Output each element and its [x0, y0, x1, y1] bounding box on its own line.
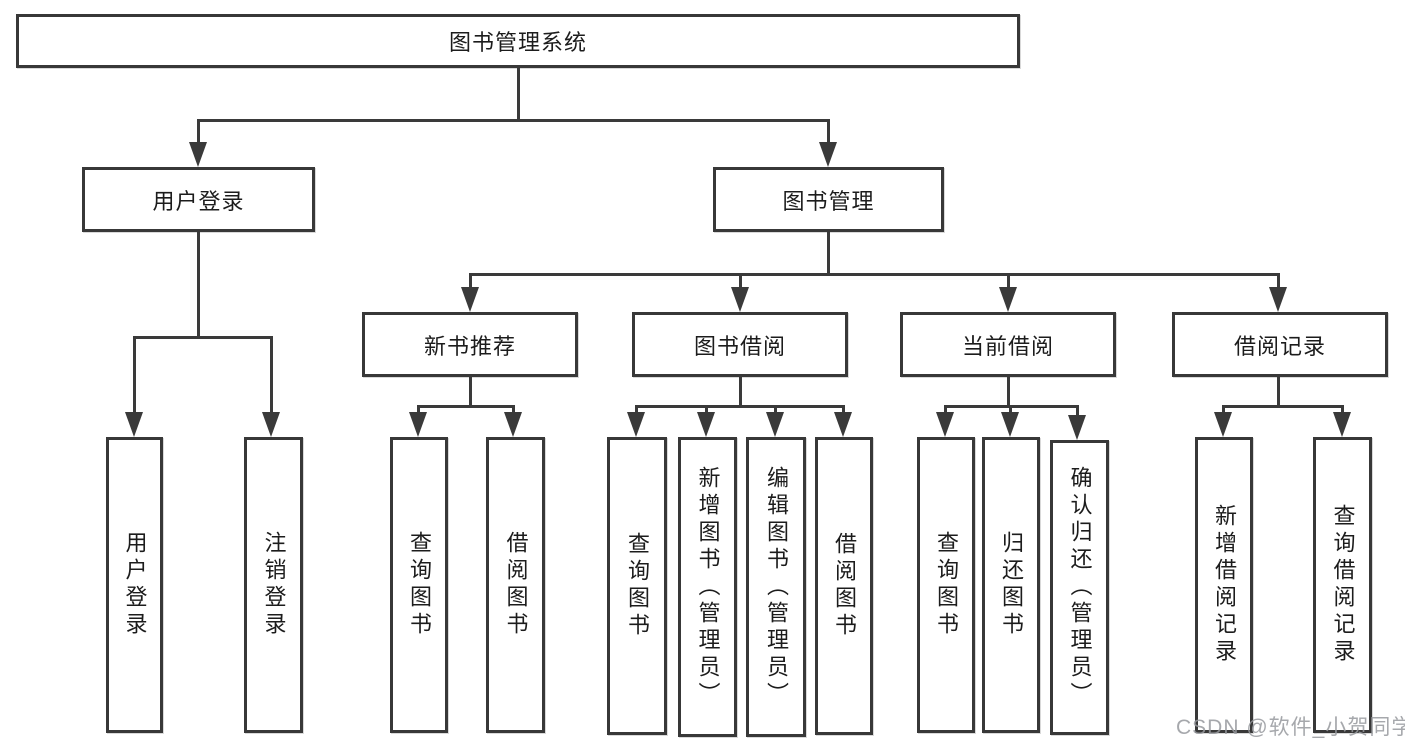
node-current-borrow: 当前借阅	[900, 312, 1116, 377]
arrowhead-icon	[1068, 415, 1086, 440]
connector-drop	[1009, 405, 1012, 415]
arrowhead-icon	[731, 287, 749, 312]
leaf-bb-add-book-admin-label: 新增图书（管理员）	[695, 465, 721, 709]
arrowhead-icon	[1333, 412, 1351, 437]
node-book-borrow-label: 图书借阅	[693, 333, 786, 359]
leaf-br-add-borrow-record-label: 新增借阅记录	[1212, 504, 1237, 666]
connector-drop	[1076, 405, 1079, 417]
connector-drop	[270, 336, 273, 414]
leaf-bb-add-book-admin: 新增图书（管理员）	[678, 437, 737, 737]
connector-drop	[774, 405, 777, 415]
connector-drop	[635, 405, 638, 415]
leaf-bb-edit-book-admin: 编辑图书（管理员）	[746, 437, 806, 737]
leaf-bb-edit-book-admin-label: 编辑图书（管理员）	[764, 465, 789, 709]
node-root: 图书管理系统	[16, 14, 1020, 68]
leaf-cb-confirm-return-admin-label: 确认归还（管理员）	[1067, 466, 1093, 709]
connector-stem	[739, 377, 742, 408]
arrowhead-icon	[999, 287, 1017, 312]
connector-level2-rail	[197, 119, 830, 122]
connector-root-stem	[517, 68, 520, 121]
leaf-logout: 注销登录	[244, 437, 303, 733]
connector-drop	[1277, 273, 1280, 291]
leaf-cb-query-book-label: 查询图书	[934, 531, 959, 639]
node-borrow-records: 借阅记录	[1172, 312, 1388, 377]
connector-drop	[944, 405, 947, 415]
arrowhead-icon	[1001, 412, 1019, 437]
connector-drop	[1007, 276, 1010, 291]
leaf-cb-return-book: 归还图书	[982, 437, 1040, 733]
leaf-cb-query-book: 查询图书	[917, 437, 975, 733]
node-new-book-recommend-label: 新书推荐	[423, 333, 516, 359]
arrowhead-icon	[819, 142, 837, 167]
arrowhead-icon	[461, 287, 479, 312]
leaf-nb-borrow-book: 借阅图书	[486, 437, 545, 733]
arrowhead-icon	[409, 412, 427, 437]
connector-drop	[133, 336, 136, 414]
connector-level3-rail	[469, 273, 1280, 276]
connector-drop	[1341, 405, 1344, 415]
arrowhead-icon	[504, 412, 522, 437]
leaf-bb-borrow-book: 借阅图书	[815, 437, 873, 735]
connector-rail	[635, 405, 845, 408]
node-book-borrow: 图书借阅	[632, 312, 848, 377]
leaf-bb-query-book: 查询图书	[607, 437, 667, 735]
node-current-borrow-label: 当前借阅	[961, 333, 1054, 359]
leaf-cb-return-book-label: 归还图书	[999, 531, 1024, 639]
connector-rail	[417, 405, 515, 408]
node-book-management-label: 图书管理	[782, 188, 875, 214]
connector-drop	[1222, 405, 1225, 415]
arrowhead-icon	[125, 412, 143, 437]
leaf-bb-query-book-label: 查询图书	[625, 532, 650, 640]
leaf-nb-borrow-book-label: 借阅图书	[503, 531, 529, 639]
arrowhead-icon	[262, 412, 280, 437]
connector-user-login-stem	[197, 232, 200, 339]
arrowhead-icon	[766, 412, 784, 437]
node-borrow-records-label: 借阅记录	[1233, 333, 1326, 359]
csdn-watermark: CSDN @软件_小贺同学	[1176, 716, 1405, 739]
arrowhead-icon	[627, 412, 645, 437]
leaf-nb-query-book-label: 查询图书	[407, 531, 432, 639]
connector-drop	[469, 273, 472, 291]
arrowhead-icon	[834, 412, 852, 437]
node-user-login-label: 用户登录	[152, 188, 245, 214]
connector-drop	[739, 276, 742, 291]
connector-drop	[705, 405, 708, 415]
connector-drop	[842, 405, 845, 415]
leaf-user-login: 用户登录	[106, 437, 163, 733]
node-new-book-recommend: 新书推荐	[362, 312, 578, 377]
connector-rail	[1222, 405, 1344, 408]
arrowhead-icon	[1269, 287, 1287, 312]
connector-book-mgmt-stem	[827, 232, 830, 276]
connector-stem	[469, 377, 472, 408]
connector-user-login-rail	[133, 336, 273, 339]
connector-book-mgmt-drop	[827, 119, 830, 147]
arrowhead-icon	[189, 142, 207, 167]
connector-drop	[512, 405, 515, 415]
leaf-br-add-borrow-record: 新增借阅记录	[1195, 437, 1253, 733]
leaf-cb-confirm-return-admin: 确认归还（管理员）	[1050, 440, 1109, 735]
leaf-logout-label: 注销登录	[261, 531, 287, 639]
node-book-management: 图书管理	[713, 167, 944, 232]
connector-drop	[417, 405, 420, 415]
connector-stem	[1007, 377, 1010, 408]
leaf-br-query-borrow-record: 查询借阅记录	[1313, 437, 1372, 733]
arrowhead-icon	[1214, 412, 1232, 437]
leaf-bb-borrow-book-label: 借阅图书	[832, 532, 857, 640]
node-user-login: 用户登录	[82, 167, 315, 232]
connector-user-login-drop	[197, 119, 200, 147]
leaf-user-login-label: 用户登录	[122, 531, 148, 639]
arrowhead-icon	[936, 412, 954, 437]
leaf-nb-query-book: 查询图书	[390, 437, 448, 733]
connector-stem	[1277, 377, 1280, 408]
leaf-br-query-borrow-record-label: 查询借阅记录	[1330, 504, 1356, 666]
node-root-label: 图书管理系统	[448, 30, 587, 55]
arrowhead-icon	[697, 412, 715, 437]
